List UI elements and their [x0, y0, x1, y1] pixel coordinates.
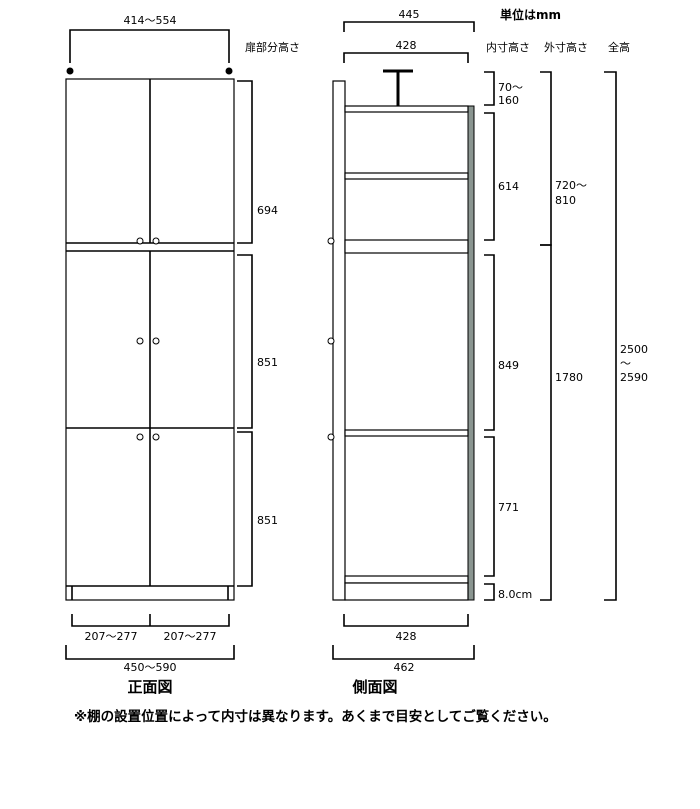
middle-board	[344, 239, 469, 254]
door-height-bracket	[237, 80, 253, 244]
shelf	[344, 172, 469, 180]
inner-depth-top-label: 428	[396, 39, 417, 52]
disclaimer-note: ※棚の設置位置によって内寸は異なります。あくまで目安としてご覧ください。	[74, 708, 557, 725]
outer-depth-top-label: 445	[399, 8, 420, 21]
outer-depth-bottom-label: 462	[394, 661, 415, 674]
outer-depth-top-bracket	[343, 21, 475, 32]
side-panel	[332, 80, 346, 601]
top-board	[344, 105, 469, 113]
top-width-label: 414〜554	[124, 14, 177, 27]
total-height-bracket	[604, 71, 617, 601]
shelf	[344, 429, 469, 437]
door-height-label: 851	[257, 356, 278, 369]
ceiling-support-icon	[383, 69, 413, 106]
inner-depth-bottom-label: 428	[396, 630, 417, 643]
inner-height-label: 849	[498, 359, 519, 372]
inner-depth-bottom-bracket	[343, 614, 469, 627]
inner-height-label: 160	[498, 94, 519, 107]
total-height-label: 2500	[620, 343, 648, 356]
outer-height-label: 1780	[555, 371, 583, 384]
outer-height-header: 外寸高さ	[544, 40, 588, 54]
inner-height-label: 8.0cm	[498, 588, 532, 601]
door-height-label: 851	[257, 514, 278, 527]
inner-height-label: 70〜	[498, 81, 523, 94]
plinth	[344, 582, 469, 601]
unit-label: 単位はmm	[500, 7, 561, 22]
outer-upper-bracket	[540, 71, 552, 246]
back-panel	[467, 105, 475, 601]
inner-depth-top-bracket	[343, 52, 469, 63]
bottom-board	[344, 575, 469, 584]
door-width-label: 207〜277	[85, 630, 138, 643]
adjuster-left-icon	[66, 67, 74, 75]
top-width-bracket	[69, 29, 230, 63]
total-width-bracket	[65, 645, 235, 660]
front-view-title: 正面図	[127, 678, 172, 696]
outer-height-label: 720〜	[555, 179, 587, 192]
front-view: 414〜554 扉部分高さ 694 851 851 207〜277 207〜27…	[65, 14, 300, 696]
side-knobs	[327, 237, 335, 441]
inner-height-label: 614	[498, 180, 519, 193]
inner-height-brackets	[484, 71, 495, 601]
total-height-label: 〜	[620, 357, 631, 370]
total-height-label: 2590	[620, 371, 648, 384]
inner-height-label: 771	[498, 501, 519, 514]
outer-height-label: 810	[555, 194, 576, 207]
door-width-label: 207〜277	[164, 630, 217, 643]
door-height-label: 694	[257, 204, 278, 217]
outer-depth-bottom-bracket	[332, 645, 475, 660]
total-width-label: 450〜590	[124, 661, 177, 674]
side-view: 単位はmm 445 428 内寸高さ 外寸高さ 全高 70〜 160 614 8…	[327, 7, 648, 696]
door-height-header: 扉部分高さ	[245, 40, 300, 54]
side-view-title: 側面図	[351, 678, 397, 696]
outer-lower-bracket	[540, 244, 552, 601]
door-width-bracket	[71, 614, 230, 627]
inner-height-header: 内寸高さ	[486, 40, 530, 54]
total-height-header: 全高	[608, 40, 630, 54]
door-knobs	[136, 237, 160, 441]
adjuster-right-icon	[225, 67, 233, 75]
